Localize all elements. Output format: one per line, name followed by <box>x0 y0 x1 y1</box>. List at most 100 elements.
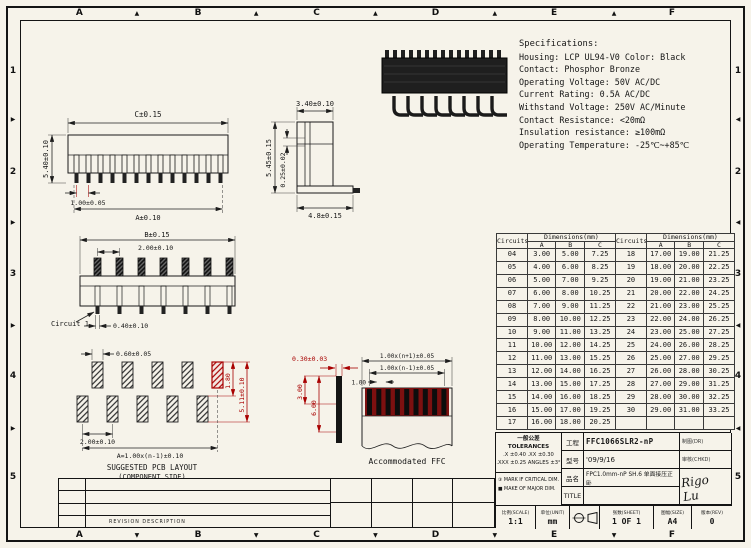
frame-top-ticks: ▲▲▲▲▲ <box>20 6 731 20</box>
mark-note-line: ■ MAKE OF MAJOR DIM. <box>498 487 556 493</box>
title-value <box>584 487 680 505</box>
cell-a: 15.00 <box>526 403 557 417</box>
cell-c: 12.25 <box>584 312 616 327</box>
date-value: '09/9/16 <box>584 451 680 469</box>
cell-c: 7.25 <box>584 248 616 262</box>
cell-circuits <box>614 415 647 431</box>
cell-circuits: 19 <box>614 260 647 275</box>
cell-circuits: 10 <box>496 325 528 340</box>
ffc-view: 0.30±0.03 3.00 6.00 1.00x(n+1)±0.05 1.00… <box>292 353 453 466</box>
revision-row <box>59 504 330 516</box>
table-header-circuits: Circuits <box>496 233 528 249</box>
frame-number: 5 <box>9 472 17 483</box>
cell-c: 31.25 <box>703 377 735 392</box>
cell-circuits: 30 <box>614 403 647 417</box>
cell-circuits: 24 <box>614 325 647 340</box>
cell-b: 18.00 <box>555 415 586 431</box>
cell-circuits: 18 <box>614 248 647 262</box>
cell-a: 14.00 <box>526 390 557 405</box>
cell-c: 32.25 <box>703 390 735 405</box>
cell-c: 28.25 <box>703 338 735 353</box>
table-row: 08 7.00 9.00 11.25 22 21.00 23.00 25.25 <box>496 299 735 314</box>
rev-label: 版本(REV) <box>700 510 723 516</box>
tick-triangle-icon: ▶ <box>10 425 16 432</box>
table-row: 14 13.00 15.00 17.25 28 27.00 29.00 31.2… <box>496 377 735 392</box>
cell-b: 26.00 <box>674 338 704 353</box>
tick-triangle-icon: ▲ <box>492 9 498 17</box>
cell-circuits: 15 <box>496 390 528 405</box>
tick-triangle-icon: ◀ <box>735 425 741 432</box>
size-cell: 图幅(SIZE) A4 <box>654 506 692 529</box>
table-col-c: C <box>703 240 735 249</box>
cell-c: 27.25 <box>703 325 735 340</box>
cell-b: 6.00 <box>555 260 586 275</box>
checked-by-label: 审核(CHKD) <box>680 451 732 469</box>
specifications-title: Specifications: <box>519 39 599 49</box>
revision-cell <box>372 503 413 527</box>
revision-strip: REVISION DESCRIPTION <box>58 478 495 528</box>
dim-pitch-label: 2.00±0.10 <box>80 438 115 446</box>
signature-cell: Rigo Lu <box>680 469 732 505</box>
frame-number: 2 <box>9 167 17 178</box>
table-header-dimensions: Dimensions(mm) <box>645 233 736 242</box>
cell-b: 23.00 <box>674 299 704 314</box>
rev-value: 0 <box>709 516 715 526</box>
model-label: 型号 <box>562 451 584 469</box>
cell-a: 3.00 <box>526 248 557 262</box>
iso-view <box>381 50 509 117</box>
table-col-a: A <box>645 240 676 249</box>
cell-c: 19.25 <box>584 403 616 417</box>
cell-b: 11.00 <box>555 325 586 340</box>
table-row: 13 12.00 14.00 16.25 27 26.00 28.00 30.2… <box>496 364 735 379</box>
tolerance-line: .X ±0.40 .XX ±0.30 <box>503 451 554 458</box>
table-header-dimensions: Dimensions(mm) <box>526 233 616 242</box>
revision-cell <box>453 479 494 503</box>
cell-c: 22.25 <box>703 260 735 275</box>
cell-b: 10.00 <box>555 312 586 327</box>
tick-triangle-icon: ▶ <box>10 322 16 329</box>
pcb-caption-line2: (COMPONENT SIDE) <box>118 473 185 481</box>
title-label: TITLE <box>562 487 584 505</box>
revision-cell <box>413 503 454 527</box>
cell-circuits: 29 <box>614 390 647 405</box>
tolerance-title: 一般公差 TOLERANCES <box>507 436 550 451</box>
cell-c <box>703 415 735 431</box>
spec-line: Withstand Voltage: 250V AC/Minute <box>519 101 686 112</box>
cell-c: 30.25 <box>703 364 735 379</box>
cell-b <box>674 415 704 431</box>
dim-height-label: 5.45±0.15 <box>265 139 273 177</box>
cell-a: 17.00 <box>645 248 676 262</box>
tick-triangle-icon: ▼ <box>253 531 259 539</box>
tick-triangle-icon: ▲ <box>134 9 140 17</box>
scale-cell: 比例(SCALE) 1:1 <box>496 506 536 529</box>
table-row: 17 16.00 18.00 20.25 <box>496 415 735 431</box>
frame-letter: E <box>550 8 558 18</box>
cell-a: 19.00 <box>645 273 676 288</box>
cell-a: 23.00 <box>645 325 676 340</box>
tick-triangle-icon: ◀ <box>735 322 741 329</box>
frame-bottom-ticks: ▼▼▼▼▼ <box>20 528 731 542</box>
cell-a: 22.00 <box>645 312 676 327</box>
cell-a: 16.00 <box>526 415 557 431</box>
dim-width-label: C±0.15 <box>134 110 161 119</box>
dim-bottom-label: 4.8±0.15 <box>308 212 342 220</box>
revision-cell <box>371 479 413 503</box>
revision-cell <box>453 503 494 527</box>
cell-circuits: 05 <box>496 260 528 275</box>
signature: Rigo Lu <box>680 472 710 504</box>
cell-circuits: 16 <box>496 403 528 417</box>
projection-angle-icon <box>572 511 597 524</box>
cell-a: 5.00 <box>526 273 557 288</box>
frame-number: 5 <box>734 472 742 483</box>
cell-b: 14.00 <box>555 364 586 379</box>
cell-a: 8.00 <box>526 312 557 327</box>
dim-width-label: B±0.15 <box>144 231 169 239</box>
pcb-caption-line1: SUGGESTED PCB LAYOUT <box>107 463 198 472</box>
cell-b: 22.00 <box>674 286 704 301</box>
tick-triangle-icon: ▼ <box>611 531 617 539</box>
table-col-b: B <box>674 240 704 249</box>
tick-triangle-icon: ▶ <box>10 116 16 123</box>
tick-triangle-icon: ◀ <box>735 116 741 123</box>
